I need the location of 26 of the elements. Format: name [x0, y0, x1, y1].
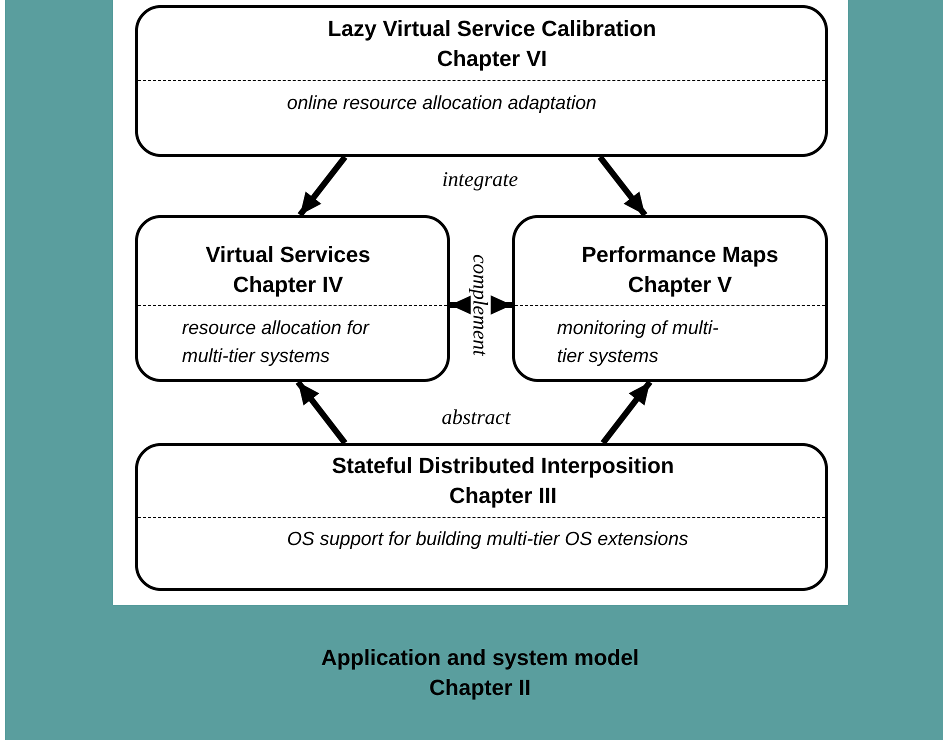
band-background — [5, 0, 943, 740]
box-title: Stateful Distributed Interposition — [332, 453, 674, 479]
box-title: Lazy Virtual Service Calibration — [328, 16, 656, 42]
arrow — [598, 155, 648, 217]
description: OS support for building multi-tier OS extensions — [287, 528, 690, 552]
edge-label: complement — [471, 254, 491, 356]
chapter-label: Chapter VI — [436, 46, 548, 72]
process-box — [135, 443, 828, 591]
description: resource allocation for multi-tier systems — [182, 317, 370, 369]
relation-label: integrate — [442, 167, 518, 192]
chapter-label: Chapter IV — [232, 272, 344, 298]
chapter-label: Chapter V — [628, 272, 732, 298]
process-box — [512, 215, 828, 382]
chapter-label: Chapter III — [449, 483, 557, 509]
box-title: Virtual Services — [206, 242, 370, 268]
arrow — [600, 380, 652, 445]
box-title: Performance Maps — [582, 242, 778, 268]
box-title: Application and system model — [321, 645, 639, 671]
description: monitoring of multi-tier systems — [557, 317, 720, 369]
arrow — [296, 380, 348, 445]
arrow — [298, 155, 348, 217]
process-box — [135, 215, 450, 382]
description: online resource allocation adaptation — [287, 92, 598, 116]
process-box — [135, 5, 828, 157]
chapter-label: Chapter II — [429, 675, 531, 701]
relation-label: abstract — [442, 405, 510, 430]
